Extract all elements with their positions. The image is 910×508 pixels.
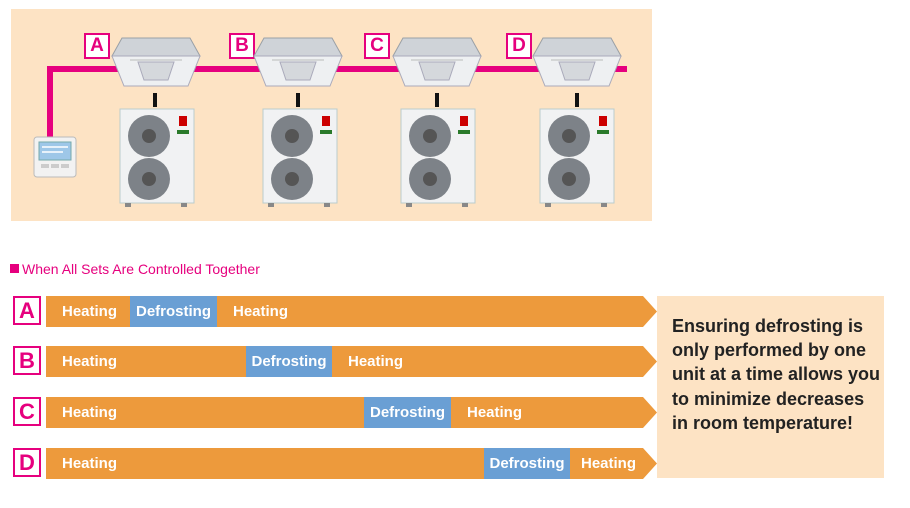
defrosting-segment: Defrosting: [364, 397, 451, 428]
defrosting-segment: Defrosting: [484, 448, 570, 479]
refrigerant-pipe: [153, 93, 157, 107]
row-label-c: C: [13, 397, 41, 426]
defrosting-segment: Defrosting: [130, 296, 217, 327]
timeline-bar-d: Heating Defrosting Heating: [46, 448, 643, 479]
cassette-indoor-unit-icon: [392, 37, 482, 87]
outdoor-unit-icon: [539, 108, 615, 207]
row-label-a: A: [13, 296, 41, 325]
refrigerant-pipe: [575, 93, 579, 107]
note-box: [657, 296, 884, 478]
heating-segment: Heating: [46, 397, 364, 428]
timeline-bar-c: Heating Defrosting Heating: [46, 397, 643, 428]
row-label-d: D: [13, 448, 41, 477]
bullet-square-icon: [10, 264, 19, 273]
row-label-b: B: [13, 346, 41, 375]
unit-label-c: C: [364, 33, 390, 59]
heating-segment: Heating: [332, 346, 452, 377]
timeline-bar-a: Heating Defrosting Heating: [46, 296, 643, 327]
section-title-text: When All Sets Are Controlled Together: [22, 261, 260, 277]
control-wire-vertical: [47, 68, 53, 138]
heating-segment: Heating: [46, 296, 130, 327]
unit-label-a: A: [84, 33, 110, 59]
remote-controller-icon: [33, 136, 77, 178]
cassette-indoor-unit-icon: [532, 37, 622, 87]
outdoor-unit-icon: [262, 108, 338, 207]
heating-segment: Heating: [46, 448, 484, 479]
cassette-indoor-unit-icon: [253, 37, 343, 87]
cassette-indoor-unit-icon: [111, 37, 201, 87]
outdoor-unit-icon: [400, 108, 476, 207]
outdoor-unit-icon: [119, 108, 195, 207]
unit-label-d: D: [506, 33, 532, 59]
heating-segment: Heating: [46, 346, 246, 377]
section-title: When All Sets Are Controlled Together: [10, 261, 260, 277]
refrigerant-pipe: [435, 93, 439, 107]
timeline-bar-b: Heating Defrosting Heating: [46, 346, 643, 377]
refrigerant-pipe: [296, 93, 300, 107]
heating-segment: Heating: [570, 448, 643, 479]
heating-segment: Heating: [217, 296, 337, 327]
unit-label-b: B: [229, 33, 255, 59]
note-text: Ensuring defrosting is only performed by…: [672, 316, 881, 433]
defrosting-segment: Defrosting: [246, 346, 332, 377]
heating-segment: Heating: [451, 397, 571, 428]
